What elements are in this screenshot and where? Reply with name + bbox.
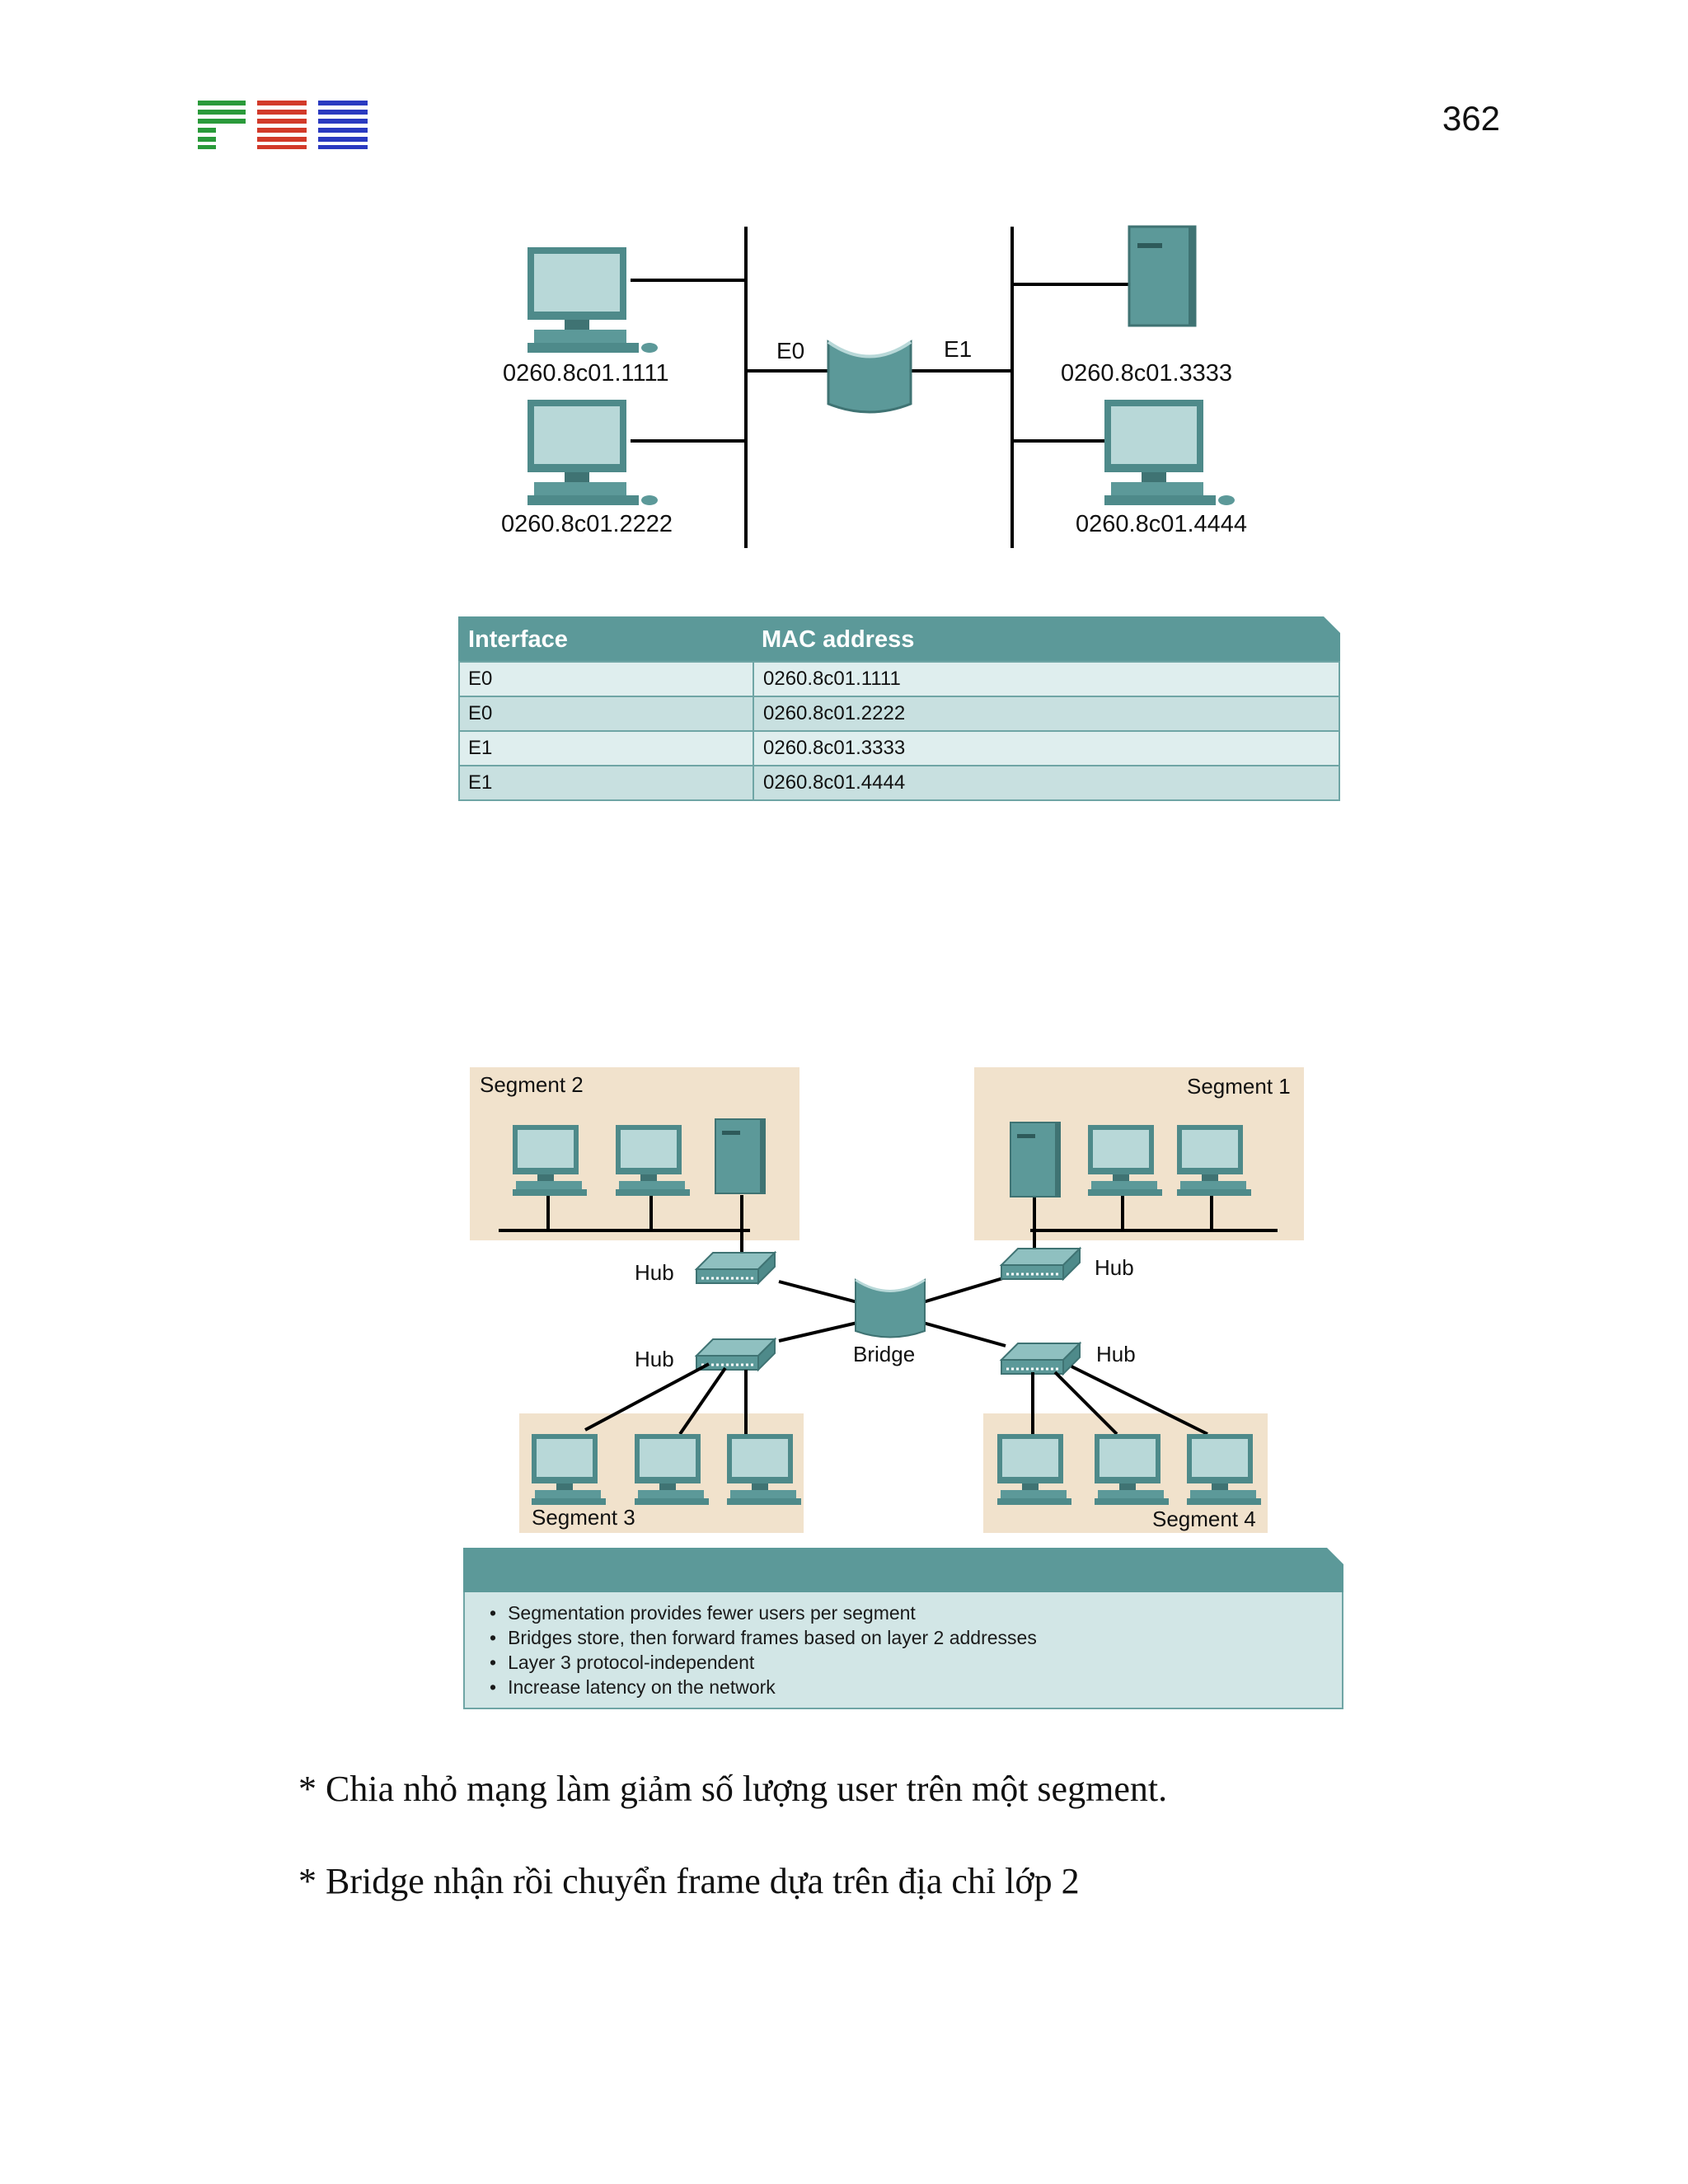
segment-4-pc-icon — [997, 1434, 1071, 1505]
info-box-header — [463, 1548, 1343, 1592]
page-number: 362 — [1442, 99, 1500, 138]
mac-address-table: Interface MAC address E0 0260.8c01.1111 … — [458, 616, 1340, 801]
table-cell: 0260.8c01.4444 — [763, 771, 906, 794]
bridge-topology-diagram: E0 E1 0260.8c01.1111 0260.8c01.2222 0260… — [501, 225, 1247, 548]
pnh-logo — [198, 101, 368, 149]
table-cell: E1 — [468, 771, 493, 794]
segment-2-server-icon — [715, 1118, 766, 1194]
column-header: Interface — [468, 626, 568, 653]
host-label: 0260.8c01.2222 — [501, 511, 673, 537]
segment-label: Segment 3 — [532, 1505, 635, 1530]
port-e0-label: E0 — [776, 338, 804, 363]
list-item: Segmentation provides fewer users per se… — [490, 1601, 1342, 1625]
segmentation-diagram: Segment 2 Segment 1 Segment 3 Segment 4 … — [470, 1067, 1304, 1533]
bridge-icon — [854, 1278, 926, 1338]
host-4444-icon — [1104, 400, 1235, 505]
segment-1-pc-icon — [1177, 1125, 1251, 1196]
body-text-line: * Bridge nhận rồi chuyển frame dựa trên … — [298, 1861, 1080, 1901]
host-2222-icon — [528, 400, 658, 505]
bridge-icon — [827, 340, 912, 414]
column-header: MAC address — [762, 626, 915, 653]
segment-1-server-icon — [1010, 1122, 1061, 1197]
table-row: E1 0260.8c01.3333 — [460, 730, 1339, 765]
host-1111-icon — [528, 247, 658, 353]
segment-3-pc-icon — [635, 1434, 709, 1505]
table-header: Interface MAC address — [458, 616, 1340, 661]
table-row: E0 0260.8c01.2222 — [460, 696, 1339, 730]
body-text-line: * Chia nhỏ mạng làm giảm số lượng user t… — [298, 1769, 1168, 1809]
list-item: Increase latency on the network — [490, 1675, 1342, 1699]
table-cell: E1 — [468, 737, 493, 759]
host-label: 0260.8c01.3333 — [1061, 360, 1232, 387]
table-cell: 0260.8c01.2222 — [763, 702, 906, 724]
hub-icon — [1000, 1342, 1081, 1376]
list-item: Bridges store, then forward frames based… — [490, 1625, 1342, 1650]
hub-icon — [1000, 1247, 1081, 1281]
segment-label: Segment 2 — [480, 1072, 584, 1097]
list-item: Layer 3 protocol-independent — [490, 1650, 1342, 1675]
segment-2-pc-icon — [616, 1125, 690, 1196]
table-row: E0 0260.8c01.1111 — [460, 661, 1339, 696]
port-e1-label: E1 — [944, 336, 972, 362]
hub-label: Hub — [1095, 1255, 1134, 1280]
hub-label: Hub — [635, 1260, 674, 1285]
hub-label: Hub — [1096, 1342, 1136, 1366]
table-row: E1 0260.8c01.4444 — [460, 765, 1339, 799]
server-3333-icon — [1128, 225, 1197, 327]
logo-letter-p — [198, 101, 246, 149]
segment-2-pc-icon — [513, 1125, 587, 1196]
logo-letter-h — [318, 101, 368, 149]
hub-icon — [695, 1251, 776, 1285]
segment-label: Segment 1 — [1187, 1074, 1291, 1099]
table-cell: E0 — [468, 702, 493, 724]
segment-3-pc-icon — [532, 1434, 606, 1505]
segment-1-pc-icon — [1088, 1125, 1162, 1196]
logo-letter-n — [257, 101, 307, 149]
table-cell: 0260.8c01.1111 — [763, 668, 901, 690]
host-label: 0260.8c01.1111 — [503, 360, 669, 387]
segment-4-pc-icon — [1187, 1434, 1261, 1505]
segment-label: Segment 4 — [1152, 1507, 1256, 1531]
table-cell: 0260.8c01.3333 — [763, 737, 906, 759]
hub-label: Hub — [635, 1347, 674, 1371]
bridge-label: Bridge — [853, 1342, 915, 1366]
segment-3-pc-icon — [727, 1434, 801, 1505]
table-cell: E0 — [468, 668, 493, 690]
host-label: 0260.8c01.4444 — [1076, 511, 1247, 537]
bullet-list: Segmentation provides fewer users per se… — [463, 1592, 1343, 1709]
segment-4-pc-icon — [1095, 1434, 1169, 1505]
segmentation-summary-box: Segmentation provides fewer users per se… — [463, 1548, 1343, 1713]
